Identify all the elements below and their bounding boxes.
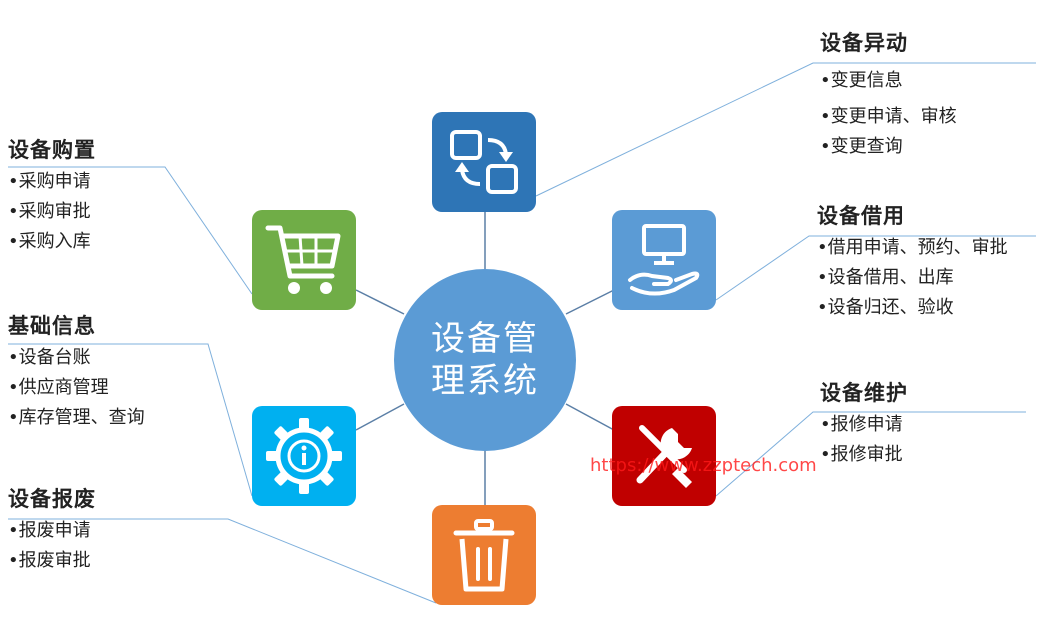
list-item: 报修审批 xyxy=(820,440,908,470)
info-gear-icon xyxy=(266,418,342,494)
center-node: 设备管 理系统 xyxy=(394,269,576,451)
list-item: 设备归还、验收 xyxy=(817,293,1008,323)
tile-equipment-borrowing xyxy=(612,210,716,310)
group-equipment-maintenance: 设备维护 报修申请 报修审批 xyxy=(820,380,908,470)
group-equipment-transfer: 设备异动 变更信息 变更申请、审核 变更查询 xyxy=(820,30,957,162)
tile-basic-info xyxy=(252,406,356,506)
group-title: 设备借用 xyxy=(817,203,905,228)
list-item: 变更查询 xyxy=(820,132,957,162)
group-title: 设备维护 xyxy=(820,380,908,405)
list-item: 采购审批 xyxy=(8,197,96,227)
group-title: 设备异动 xyxy=(820,30,908,55)
group-title: 设备报废 xyxy=(8,486,96,511)
center-title-line2: 理系统 xyxy=(431,361,539,401)
list-item: 采购入库 xyxy=(8,227,96,257)
group-equipment-borrowing: 设备借用 借用申请、预约、审批 设备借用、出库 设备归还、验收 xyxy=(817,203,1008,323)
center-title: 设备管 理系统 xyxy=(420,318,550,402)
list-item: 借用申请、预约、审批 xyxy=(817,233,1008,263)
list-item: 采购申请 xyxy=(8,167,96,197)
list-item: 变更申请、审核 xyxy=(820,102,957,132)
list-item: 设备借用、出库 xyxy=(817,263,1008,293)
tile-equipment-transfer xyxy=(432,112,536,212)
tile-equipment-purchase xyxy=(252,210,356,310)
list-item: 报修申请 xyxy=(820,410,908,440)
trash-icon xyxy=(453,519,515,592)
watermark-url: https://www.zzptech.com xyxy=(590,455,817,476)
group-equipment-scrapping: 设备报废 报废申请 报废审批 xyxy=(8,486,96,576)
list-item: 设备台账 xyxy=(8,343,145,373)
list-item: 报废申请 xyxy=(8,516,96,546)
group-basic-info: 基础信息 设备台账 供应商管理 库存管理、查询 xyxy=(8,313,145,433)
center-title-line1: 设备管 xyxy=(431,319,539,359)
group-title: 基础信息 xyxy=(8,313,96,338)
group-title: 设备购置 xyxy=(8,137,96,162)
list-item: 供应商管理 xyxy=(8,373,145,403)
shopping-cart-icon xyxy=(265,225,341,294)
tile-equipment-maintenance xyxy=(612,406,716,506)
list-item: 库存管理、查询 xyxy=(8,403,145,433)
list-item: 变更信息 xyxy=(820,66,957,96)
group-equipment-purchase: 设备购置 采购申请 采购审批 采购入库 xyxy=(8,137,96,257)
wrench-screwdriver-icon xyxy=(636,425,692,488)
tile-equipment-scrapping xyxy=(432,505,536,605)
monitor-hand-icon xyxy=(628,224,700,296)
transfer-icon xyxy=(450,130,518,194)
list-item: 报废审批 xyxy=(8,546,96,576)
